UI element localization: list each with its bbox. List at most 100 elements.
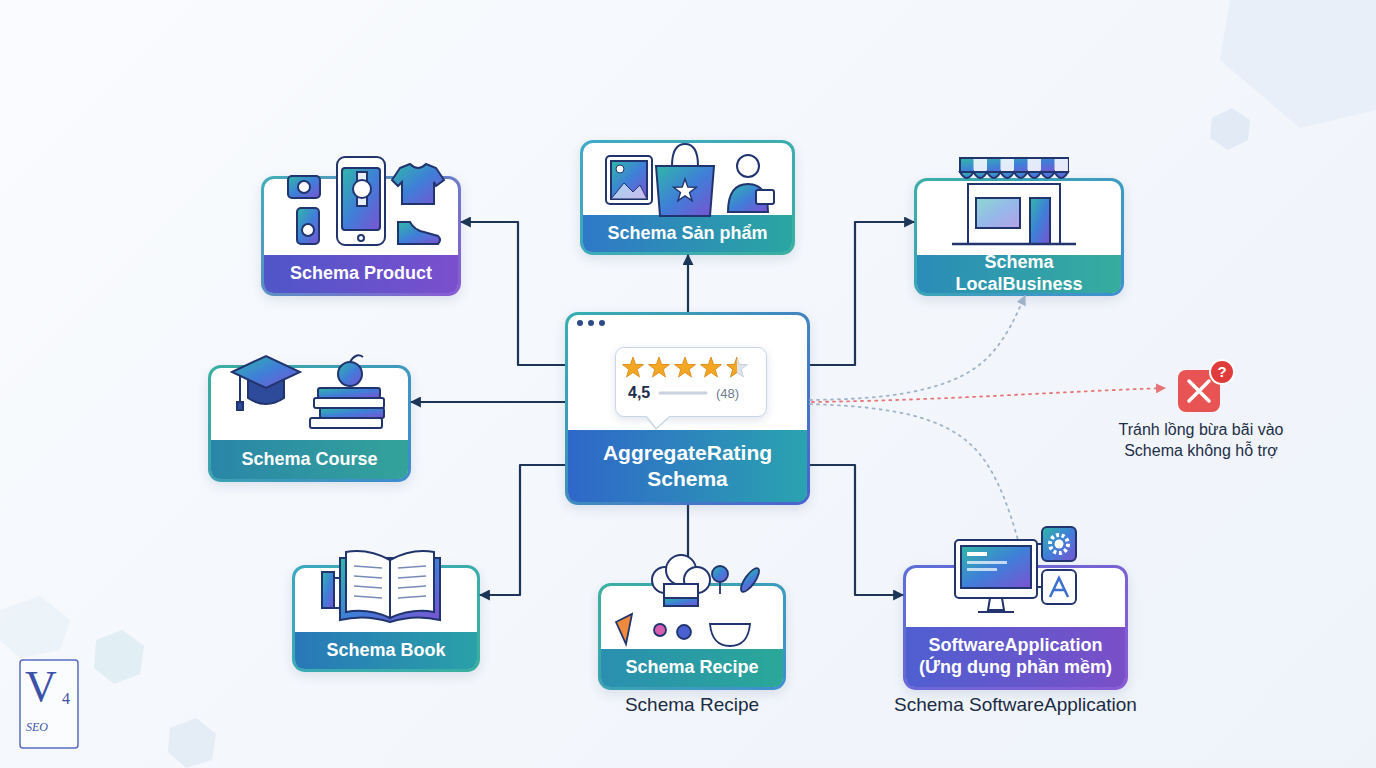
background-hexagon xyxy=(1220,0,1376,128)
phone-icon xyxy=(342,168,380,230)
schema-box: Schema LocalBusiness xyxy=(914,178,1124,296)
storefront-icon xyxy=(974,159,988,171)
picture-icon xyxy=(611,161,647,199)
open-book-icon xyxy=(354,586,382,588)
window-dots xyxy=(599,320,605,326)
shopping-bag-icon xyxy=(672,144,698,166)
logo-letter: V xyxy=(25,662,65,713)
app-store-icon xyxy=(1050,578,1068,597)
monitor-icon xyxy=(967,552,987,556)
warning-note: Tránh lồng bừa bãi vào Schema không hỗ t… xyxy=(1098,419,1304,461)
rating-stars xyxy=(727,357,737,377)
camera-icon xyxy=(288,176,320,198)
open-book-icon xyxy=(354,596,382,598)
tshirt-icon xyxy=(392,164,444,204)
phone-icon xyxy=(337,157,385,245)
shoe-icon xyxy=(398,222,440,244)
open-book-icon xyxy=(398,566,426,568)
schema-label: Schema LocalBusiness xyxy=(927,252,1111,296)
phone-icon xyxy=(337,157,385,245)
chef-hat-icon xyxy=(664,584,698,606)
open-book-icon xyxy=(322,572,334,608)
speaker-icon xyxy=(297,208,319,244)
open-book-icon xyxy=(398,586,426,588)
open-book-icon xyxy=(398,576,426,578)
storefront-icon xyxy=(1030,198,1050,244)
rating-stars xyxy=(727,357,748,377)
speaker-icon xyxy=(297,208,319,244)
logo-frame xyxy=(20,660,78,748)
graduation-cap-icon xyxy=(232,356,300,388)
open-book-icon xyxy=(322,551,440,622)
label-band: Schema LocalBusiness xyxy=(917,255,1121,293)
storefront-icon xyxy=(976,198,1020,228)
schema-title: AggregateRating Schema xyxy=(578,440,797,493)
gear-icon xyxy=(1050,535,1068,553)
schema-box: Schema Book xyxy=(292,565,480,672)
open-book-icon xyxy=(390,551,434,618)
label-band: Schema Recipe xyxy=(601,649,783,687)
schema-label: Schema Course xyxy=(241,449,377,471)
chef-hat-icon xyxy=(652,555,710,606)
graduation-cap-icon xyxy=(232,356,300,410)
monitor-icon xyxy=(955,540,1042,612)
arrow-connector xyxy=(810,222,914,365)
books-apple-icon xyxy=(314,398,384,408)
logo-frame xyxy=(20,660,78,748)
background-hexagon xyxy=(168,718,216,768)
schema-caption: Schema Recipe xyxy=(541,694,843,717)
shopping-bag-icon xyxy=(674,179,697,201)
shoe-icon xyxy=(398,222,440,244)
storefront-icon xyxy=(960,172,1068,178)
vegetables-icon xyxy=(719,582,721,594)
logo-number: 4 xyxy=(62,690,76,708)
speech-tail xyxy=(648,415,669,418)
monitor-icon xyxy=(967,561,1007,564)
open-book-icon xyxy=(398,596,426,598)
schema-box: Schema RecipeSchema Recipe xyxy=(598,583,786,690)
label-band: Schema Product xyxy=(264,255,458,293)
rating-value: 4,5 xyxy=(628,384,650,402)
vegetables-icon xyxy=(712,566,728,582)
dotted-connector xyxy=(810,404,1025,565)
arrow-connector xyxy=(461,222,565,365)
graduation-cap-icon xyxy=(237,402,243,410)
shopping-bag-icon xyxy=(656,166,714,216)
window-dots xyxy=(577,320,583,326)
arrow-connector xyxy=(687,255,689,312)
app-store-icon xyxy=(1042,570,1076,604)
books-apple-icon xyxy=(318,388,380,398)
speaker-icon xyxy=(302,224,314,236)
storefront-icon xyxy=(1001,159,1015,171)
vegetables-icon xyxy=(616,566,762,646)
rating-stars xyxy=(701,357,722,377)
open-book-icon xyxy=(354,576,382,578)
monitor-icon xyxy=(955,540,1037,598)
chef-hat-icon xyxy=(652,567,678,593)
label-band: Schema Sản phẩm xyxy=(583,215,792,252)
rating-stars xyxy=(649,357,670,377)
schema-box: Schema Sản phẩm xyxy=(580,140,795,255)
rating-stars xyxy=(623,357,644,377)
monitor-icon xyxy=(967,568,997,571)
warning-icon xyxy=(1210,360,1234,384)
graduation-cap-icon xyxy=(248,380,284,404)
vegetables-icon xyxy=(654,624,666,636)
warning-badge: ? xyxy=(1210,363,1234,380)
chef-hat-icon xyxy=(664,598,698,606)
arrow-connector xyxy=(810,465,903,595)
gear-icon xyxy=(1055,540,1064,549)
schema-label: Schema Recipe xyxy=(625,657,758,679)
rating-bar xyxy=(660,393,706,394)
schema-caption: Schema SoftwareApplication xyxy=(846,694,1185,717)
arrow-connector xyxy=(480,465,565,595)
warning-icon xyxy=(1178,370,1220,412)
label-band: SoftwareApplication (Ứng dụng phần mềm) xyxy=(906,627,1125,687)
gear-icon xyxy=(1042,527,1076,561)
monitor-icon xyxy=(1037,543,1042,545)
rating-count: (48) xyxy=(716,386,739,401)
schema-box: Schema Product xyxy=(261,176,461,296)
schema-box: Schema Course xyxy=(208,365,411,482)
phone-icon xyxy=(358,235,364,241)
